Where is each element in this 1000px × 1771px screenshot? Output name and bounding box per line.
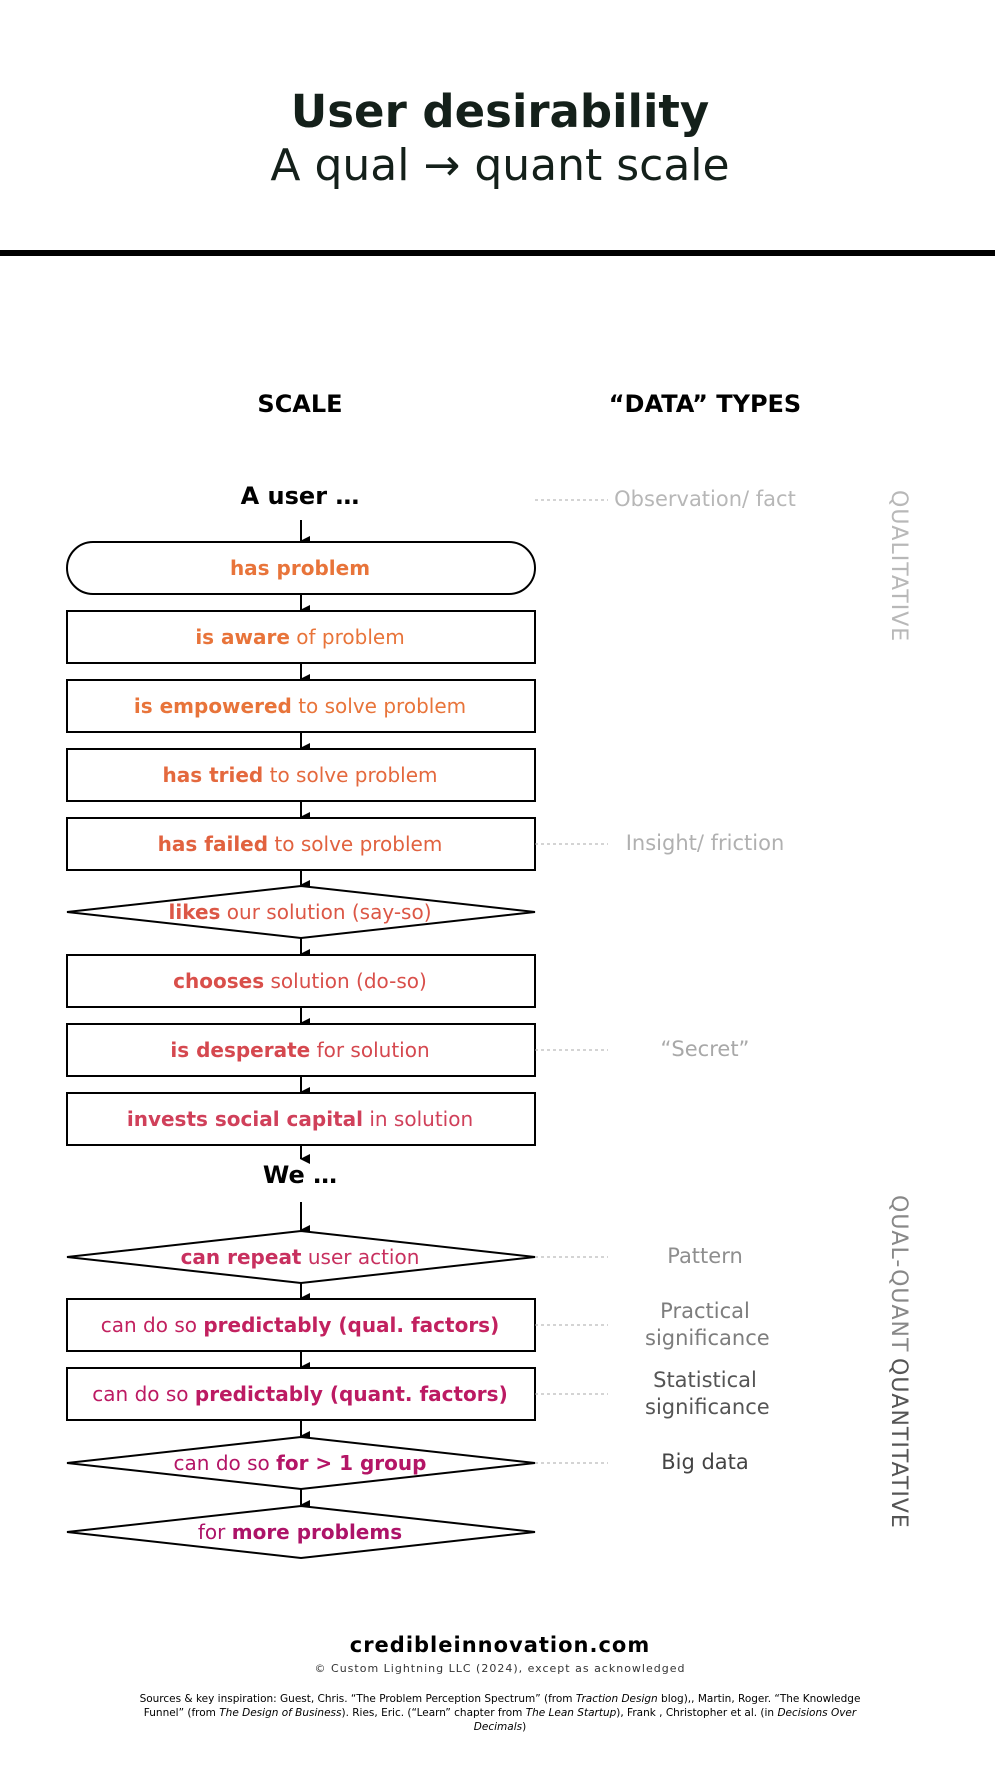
- qualitative-side-label: QUALITATIVE: [886, 490, 911, 643]
- qual-quant-side-label: QUAL-QUANT: [886, 1195, 911, 1353]
- step-label-1: is aware of problem: [195, 625, 405, 649]
- step-label-13: for more problems: [197, 1520, 403, 1544]
- step-label-10: can do so predictably (qual. factors): [100, 1313, 500, 1337]
- step-diamond-13: [66, 1504, 536, 1560]
- footer-sources: Sources & key inspiration: Guest, Chris.…: [139, 1693, 861, 1733]
- step-box-3: [66, 748, 536, 802]
- data-type-5: Statistical significance: [645, 1368, 770, 1419]
- data-type-2: “Secret”: [660, 1037, 750, 1061]
- footer-copyright: © Custom Lightning LLC (2024), except as…: [314, 1662, 686, 1675]
- step-label-9: can repeat user action: [180, 1245, 420, 1269]
- step-diamond-5: [66, 884, 536, 940]
- data-types-column-header: “DATA” TYPES: [608, 390, 802, 418]
- page-title: User desirability: [290, 85, 710, 138]
- data-type-1: Insight/ friction: [625, 831, 785, 855]
- header-divider: [0, 250, 995, 256]
- footer-site: credibleinnovation.com: [349, 1633, 651, 1657]
- we-label: We …: [262, 1161, 338, 1189]
- step-label-3: has tried to solve problem: [162, 763, 438, 787]
- step-label-4: has failed to solve problem: [157, 832, 443, 856]
- data-type-3: Pattern: [667, 1244, 743, 1268]
- step-label-0: has problem: [229, 556, 371, 580]
- a-user-label: A user …: [240, 482, 360, 510]
- step-box-6: [66, 954, 536, 1008]
- data-type-4: Practical significance: [645, 1299, 770, 1350]
- step-box-1: [66, 610, 536, 664]
- step-label-6: chooses solution (do-so): [173, 969, 427, 993]
- page-subtitle: A qual → quant scale: [270, 140, 730, 191]
- step-label-12: can do so for > 1 group: [173, 1451, 427, 1475]
- data-type-6: Big data: [661, 1450, 749, 1474]
- step-box-7: [66, 1023, 536, 1077]
- step-box-2: [66, 679, 536, 733]
- data-type-0: Observation/ fact: [614, 487, 796, 511]
- step-label-7: is desperate for solution: [170, 1038, 430, 1062]
- scale-column-header: SCALE: [257, 390, 343, 418]
- step-label-8: invests social capital in solution: [126, 1107, 474, 1131]
- step-box-4: [66, 817, 536, 871]
- quantitative-side-label: QUANTITATIVE: [886, 1358, 911, 1529]
- step-box-11: [66, 1367, 536, 1421]
- step-label-11: can do so predictably (quant. factors): [92, 1382, 508, 1406]
- step-label-2: is empowered to solve problem: [133, 694, 467, 718]
- step-label-5: likes our solution (say-so): [168, 900, 432, 924]
- step-box-8: [66, 1092, 536, 1146]
